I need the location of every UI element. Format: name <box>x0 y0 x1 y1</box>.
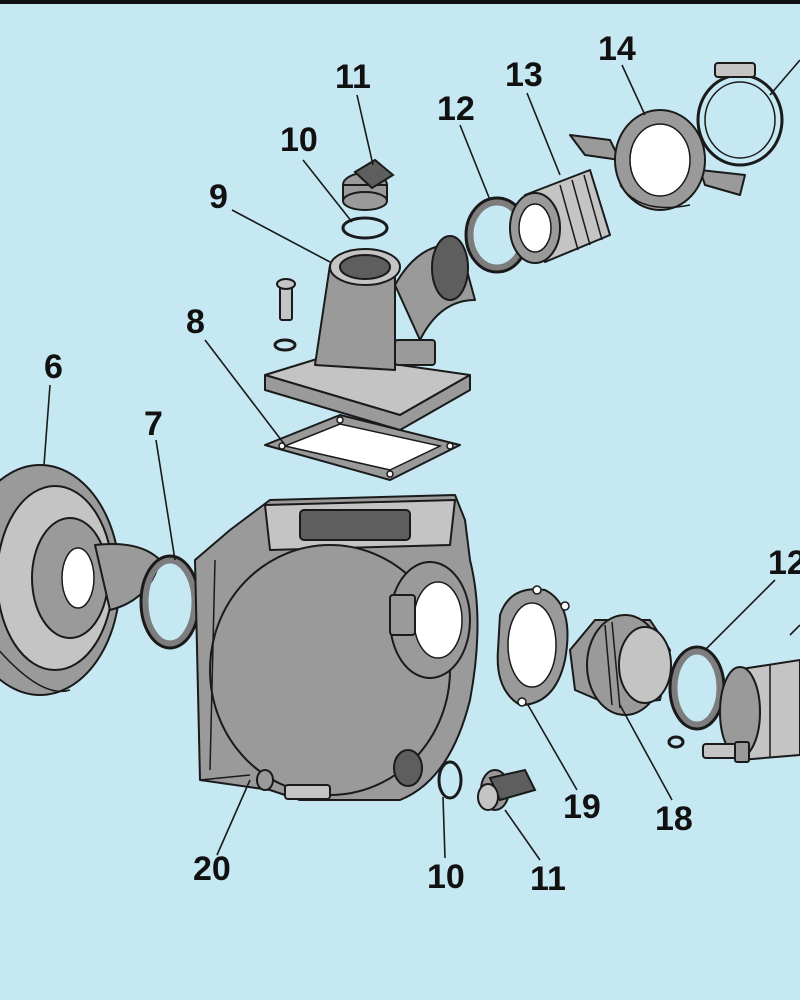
part-10-11-bottom-plug <box>437 760 537 811</box>
callout-8: 8 <box>186 303 205 341</box>
callout-10-bottom: 10 <box>427 858 465 896</box>
callout-11-top: 11 <box>335 58 371 96</box>
top-border <box>0 0 800 4</box>
callout-10-top: 10 <box>280 121 318 159</box>
part-7-o-ring <box>139 554 201 650</box>
part-14-coupling-nut <box>569 109 746 211</box>
callout-9: 9 <box>209 178 228 216</box>
part-13-hose-connector <box>509 169 611 264</box>
callout-13: 13 <box>505 56 543 94</box>
callout-12-top: 12 <box>437 90 475 128</box>
callout-6: 6 <box>44 348 63 386</box>
leader-lines <box>43 59 800 861</box>
part-right-connector <box>702 659 800 763</box>
callout-19: 19 <box>563 788 601 826</box>
callout-11-bottom: 11 <box>530 860 566 898</box>
part-12-right-gasket <box>667 645 726 749</box>
part-9-inlet-elbow <box>264 235 476 431</box>
part-10-11-top-plug <box>341 158 395 240</box>
part-19-outlet-gasket <box>496 585 570 707</box>
part-20-pump-housing <box>194 494 479 801</box>
callout-18: 18 <box>655 800 693 838</box>
callout-12-right: 12 <box>768 544 800 582</box>
part-18-outlet-flange <box>569 614 672 716</box>
part-hose-clamp <box>696 62 784 167</box>
callout-14: 14 <box>598 30 636 68</box>
callout-7: 7 <box>144 405 163 443</box>
part-8-flange-gasket <box>264 414 461 481</box>
callout-20: 20 <box>193 850 231 888</box>
part-6-volute-cover <box>0 464 161 696</box>
